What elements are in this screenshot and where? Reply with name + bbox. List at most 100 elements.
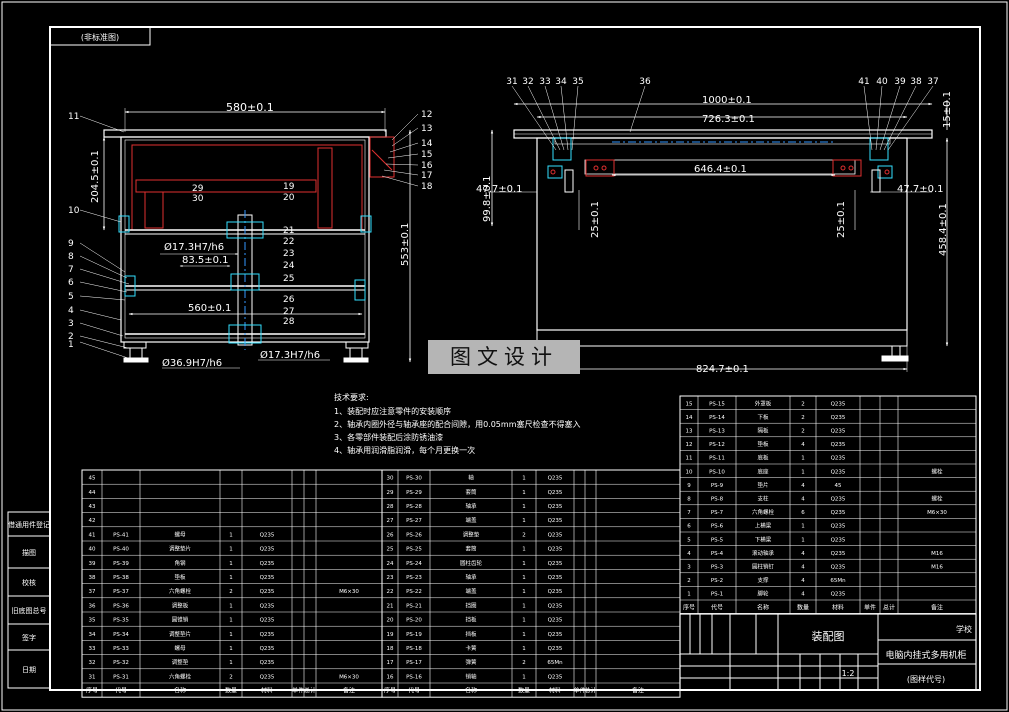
bom-cell: 4 (801, 551, 805, 557)
callout-16: 16 (421, 161, 433, 171)
bom-cell: 11 (686, 456, 693, 462)
bom-cell: 调整垫片 (169, 630, 191, 638)
bom-cell: PS-26 (406, 532, 422, 538)
bom-cell: 弹簧 (465, 658, 477, 666)
bom-cell: 24 (387, 561, 394, 567)
bom-cell: 螺母 (174, 530, 186, 538)
bom-cell: 1 (522, 618, 526, 624)
bom-cell: 1 (801, 469, 805, 475)
bom-cell: 1 (522, 674, 526, 680)
bom-cell: PS-15 (709, 401, 725, 407)
front-view-labels: 580±0.1 204.5±0.1 553±0.1 Ø17.3H7/h6 83.… (68, 101, 433, 369)
bom-cell: Q235 (548, 618, 563, 624)
bom-cell: 脚轮 (757, 590, 769, 598)
bom-cell: 1 (522, 561, 526, 567)
bom-cell: 14 (686, 415, 693, 421)
bom-cell: PS-23 (406, 575, 422, 581)
side-title-5: 日期 (22, 666, 36, 674)
dim-shaft2: Ø36.9H7/h6 (162, 357, 222, 369)
bom-mid-header: 数量 (518, 687, 530, 695)
dim-25-left: 25±0.1 (590, 201, 601, 238)
bom-cell: 4 (801, 497, 805, 503)
bom-cell: 1 (522, 476, 526, 482)
bom-cell: 19 (387, 632, 394, 638)
bom-cell: 螺栓 (931, 495, 943, 503)
notes-heading: 技术要求: (334, 392, 369, 402)
bom-cell: Q235 (548, 632, 563, 638)
bom-cell: 圆柱销钉 (752, 563, 775, 571)
bom-cell: PS-41 (113, 532, 129, 538)
callout-6: 6 (68, 278, 74, 288)
bom-cell: 调整垫片 (169, 545, 191, 553)
bom-cell: Q235 (831, 565, 846, 571)
bom-cell: PS-17 (406, 660, 422, 666)
bom-cell: 9 (687, 483, 691, 489)
bom-cell: Q235 (260, 561, 275, 567)
bom-cell: PS-1 (711, 592, 723, 598)
callout-32: 32 (522, 77, 533, 87)
bom-cell: 37 (89, 589, 96, 595)
dim-553: 553±0.1 (400, 223, 411, 266)
bom-cell: 4 (801, 592, 805, 598)
bom-cell: 圆锥销 (172, 616, 189, 624)
bom-cell: 1 (522, 603, 526, 609)
side-title-3: 旧底图总号 (12, 606, 47, 615)
bom-cell: Q235 (260, 547, 275, 553)
bom-cell: PS-18 (406, 646, 422, 652)
bom-cell: 底板 (757, 454, 769, 462)
bom-cell: 4 (801, 565, 805, 571)
bom-cell: 1 (522, 547, 526, 553)
dim-458: 458.4±0.1 (938, 203, 949, 256)
side-feet (564, 169, 909, 362)
bom-cell: PS-8 (711, 497, 724, 503)
callout-23: 23 (283, 249, 294, 259)
callout-25: 25 (283, 274, 294, 284)
bom-cell: M6×30 (339, 589, 359, 595)
bom-cell: 25 (387, 547, 394, 553)
watermark: 图文设计 (428, 340, 580, 374)
bom-cell: Q235 (831, 524, 846, 530)
dim-47-left: 47.7±0.1 (476, 184, 523, 195)
bom-cell: 2 (801, 401, 805, 407)
bom-cell: Q235 (548, 646, 563, 652)
bom-left-header: 总计 (304, 687, 316, 695)
bom-cell: 6 (801, 510, 805, 516)
bom-cell: Q235 (260, 646, 275, 652)
bom-cell: Q235 (260, 575, 275, 581)
bom-cell: 21 (387, 603, 394, 609)
bom-cell: PS-35 (113, 618, 129, 624)
callout-31: 31 (506, 77, 517, 87)
bom-cell: 34 (89, 632, 96, 638)
dim-25-right: 25±0.1 (836, 201, 847, 238)
bom-cell: PS-16 (406, 674, 422, 680)
bom-cell: 42 (89, 518, 96, 524)
drawing-title: 电脑内挂式多用机柜 (885, 649, 966, 661)
bom-cell: 45 (89, 476, 96, 482)
top-plate (103, 129, 387, 138)
drawing-name: 装配图 (812, 630, 845, 643)
drawing-number: (图样代号) (907, 674, 945, 684)
bom-cell: 垫片 (757, 481, 768, 489)
bom-cell: 2 (801, 429, 805, 435)
bom-cell: 10 (686, 469, 693, 475)
side-view (488, 85, 949, 372)
bom-cell: 轴 (468, 474, 474, 482)
bom-cell: 六角螺栓 (169, 672, 192, 680)
unit-name: 学校 (956, 624, 972, 634)
bom-cell: Q235 (548, 490, 563, 496)
note-item-1: 1、装配时应注意零件的安装顺序 (334, 406, 451, 416)
bom-cell: Q235 (831, 442, 846, 448)
bom-cell: 8 (687, 497, 691, 503)
bom-cell: Q235 (548, 476, 563, 482)
bom-cell: 1 (229, 547, 233, 553)
bom-cell: Q235 (548, 504, 563, 510)
callout-34: 34 (555, 77, 567, 87)
note-item-3: 3、各零部件装配后涂防锈油漆 (334, 432, 443, 442)
dim-646: 646.4±0.1 (694, 164, 747, 175)
bom-cell: Q235 (831, 537, 846, 543)
bom-cell: 1 (229, 532, 233, 538)
note-item-2: 2、轴承内圈外径与轴承座的配合间隙，用0.05mm塞尺检查不得塞入 (334, 419, 581, 429)
